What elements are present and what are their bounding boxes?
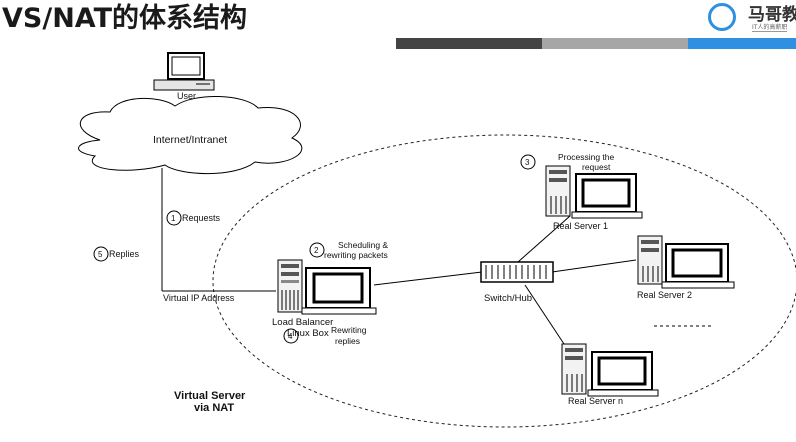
step-2-icon: [309, 242, 325, 258]
real-server-2-icon: [637, 235, 735, 289]
rs2-label: Real Server 2: [637, 290, 692, 300]
user-label: User: [177, 91, 196, 101]
step-2-label-line1: Scheduling &: [338, 240, 388, 250]
brand-name: 马哥教: [748, 5, 796, 25]
step-4-label-line1: Rewriting: [331, 325, 367, 335]
switch-to-rsn-line: [524, 284, 569, 351]
rs1-label: Real Server 1: [553, 221, 608, 231]
header-bar-gray: [542, 38, 688, 49]
vip-label: Virtual IP Address: [163, 293, 235, 303]
load-balancer-icon: [277, 259, 377, 315]
step-5-label: Replies: [109, 249, 140, 259]
cloud-label: Internet/Intranet: [153, 134, 227, 146]
lb-label-line2: Linux Box: [287, 328, 329, 339]
user-computer-icon: [153, 52, 215, 91]
lb-label-line1: Load Balancer: [272, 317, 333, 328]
step-number: 2: [314, 246, 319, 255]
vs-label-line1: Virtual Server: [174, 390, 246, 402]
header-bar-blue: [688, 38, 796, 49]
step-3-icon: [520, 154, 536, 170]
step-number: 4: [288, 332, 293, 341]
vs-label-line2: via NAT: [194, 402, 234, 414]
step-number: 1: [171, 214, 176, 223]
header-bar-dark: [396, 38, 542, 49]
step-number: 3: [525, 158, 530, 167]
switch-hub-icon: [480, 261, 554, 283]
slide-title: VS/NAT的体系结构: [2, 3, 248, 34]
step-1-label: Requests: [182, 213, 221, 223]
step-number: 5: [98, 250, 103, 259]
step-1-icon: [166, 210, 182, 226]
switch-to-rs1-line: [517, 215, 571, 263]
switch-to-rs2-line: [551, 259, 637, 273]
real-server-n-icon: [561, 343, 659, 397]
step-3-label-line1: Processing the: [558, 152, 614, 162]
step-4-label-line2: replies: [335, 336, 360, 346]
brand-tagline: IT人的高薪职: [752, 24, 788, 32]
lb-to-switch-line: [373, 271, 483, 286]
brand-logo-icon: [708, 3, 736, 31]
step-4-icon: [283, 328, 299, 344]
real-server-1-icon: [545, 165, 643, 219]
switch-label: Switch/Hub: [484, 293, 532, 304]
rsn-label: Real Server n: [568, 396, 623, 406]
step-2-label-line2: rewriting packets: [324, 250, 388, 260]
step-5-icon: [93, 246, 109, 262]
internet-cloud-icon: [78, 96, 303, 175]
step-3-label-line2: request: [582, 162, 611, 172]
